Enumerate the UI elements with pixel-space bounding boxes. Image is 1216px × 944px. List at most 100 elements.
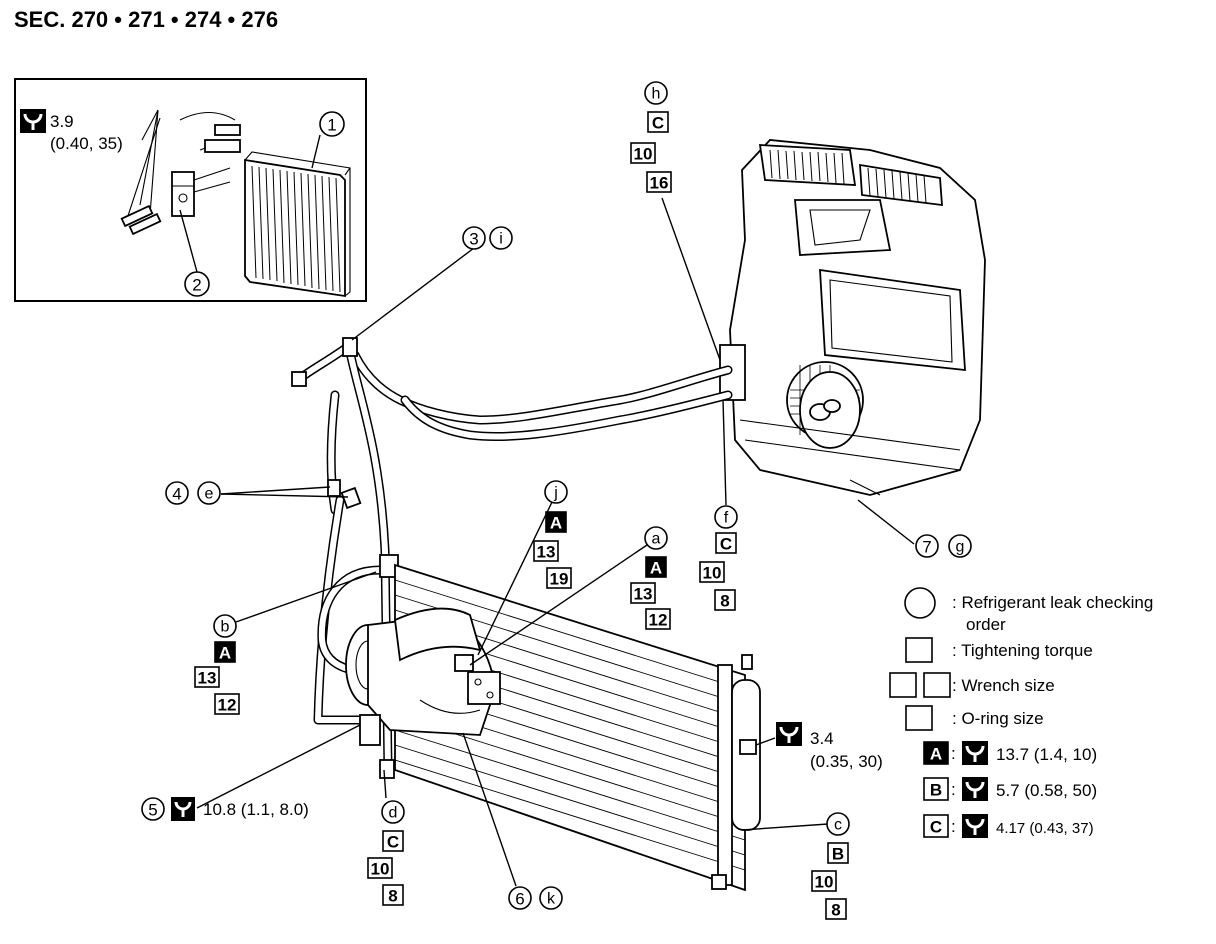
callout-7: 7: [915, 534, 939, 558]
legend-row-b: B : 5.7 (0.58, 50): [923, 777, 1097, 801]
callout-d: d: [381, 800, 405, 824]
svg-text:8: 8: [388, 887, 397, 906]
svg-text:C: C: [720, 535, 732, 554]
spec-stack-c: B 10 8: [811, 842, 849, 920]
svg-text:order: order: [966, 615, 1006, 634]
callout-c: c: [826, 812, 850, 836]
leader-lines: [196, 197, 915, 887]
callout-j: j: [544, 480, 568, 504]
spec-stack-b: A 13 12: [194, 641, 240, 715]
svg-text:k: k: [547, 891, 556, 908]
evaporator-core: [244, 151, 351, 298]
svg-text:10: 10: [371, 860, 390, 879]
svg-text:: Wrench size: : Wrench size: [952, 676, 1055, 695]
svg-text:3.4: 3.4: [810, 729, 834, 748]
svg-text:j: j: [553, 485, 558, 502]
legend: : Refrigerant leak checking order : Tigh…: [889, 587, 1153, 838]
legend-row-a: A : 13.7 (1.4, 10): [923, 741, 1097, 765]
torque-wrench-icon: [20, 109, 46, 133]
liquid-tank-torque: 3.4 (0.35, 30): [776, 722, 883, 771]
svg-text:i: i: [499, 231, 503, 248]
callout-b: b: [213, 614, 237, 638]
svg-text:C: C: [387, 833, 399, 852]
svg-text:8: 8: [831, 901, 840, 920]
svg-text:5.7 (0.58, 50): 5.7 (0.58, 50): [996, 781, 1097, 800]
callout-g: g: [948, 534, 972, 558]
callout-f: f: [714, 505, 738, 529]
svg-text:A: A: [219, 644, 231, 663]
svg-text:B: B: [832, 845, 844, 864]
callout-i: i: [489, 226, 513, 250]
callout-5: 5: [141, 797, 165, 821]
callout-h: h: [644, 81, 668, 105]
svg-text:10: 10: [703, 564, 722, 583]
svg-text:e: e: [205, 486, 214, 503]
inset-torque-paren: (0.40, 35): [50, 134, 123, 153]
svg-text:13: 13: [198, 669, 217, 688]
callout-1: 1: [319, 111, 345, 137]
spec-stack-a: A 13 12: [630, 556, 671, 630]
callout-2: 2: [184, 271, 210, 297]
legend-row-c: C : 4.17 (0.43, 37): [923, 814, 1094, 838]
callout-4: 4: [165, 481, 189, 505]
compressor: [345, 607, 501, 746]
svg-text:13.7 (1.4, 10): 13.7 (1.4, 10): [996, 745, 1097, 764]
spec-stack-d: C 10 8: [367, 830, 404, 906]
svg-text:12: 12: [649, 611, 668, 630]
svg-text:13: 13: [537, 543, 556, 562]
spec-stack-f: C 10 8: [699, 532, 737, 611]
svg-text:(0.35, 30): (0.35, 30): [810, 752, 883, 771]
spec-stack-j: A 13 19: [533, 511, 572, 589]
compressor-bolt-torque: 10.8 (1.1, 8.0): [171, 797, 309, 821]
svg-text:a: a: [652, 531, 661, 548]
svg-text::: :: [951, 817, 956, 836]
callout-3: 3: [462, 226, 486, 250]
svg-text:A: A: [650, 559, 662, 578]
svg-text:A: A: [930, 745, 942, 764]
svg-text:4.17 (0.43, 37): 4.17 (0.43, 37): [996, 820, 1094, 837]
svg-text:8: 8: [720, 592, 729, 611]
svg-text:c: c: [834, 817, 842, 834]
svg-text:f: f: [724, 510, 729, 527]
svg-text:C: C: [930, 818, 942, 837]
callout-6: 6: [508, 886, 532, 910]
liquid-tank: [711, 654, 776, 890]
section-title: SEC. 270 • 271 • 274 • 276: [14, 7, 278, 32]
expansion-valve: [171, 111, 241, 217]
svg-text:: O-ring size: : O-ring size: [952, 709, 1044, 728]
spec-stack-h: C 10 16: [630, 111, 672, 193]
svg-text::: :: [951, 780, 956, 799]
svg-text:h: h: [652, 86, 661, 103]
svg-text:10: 10: [634, 145, 653, 164]
svg-text::: :: [951, 744, 956, 763]
svg-text:C: C: [652, 114, 664, 133]
svg-text:16: 16: [650, 174, 669, 193]
inset-panel: 3.9 (0.40, 35): [14, 78, 367, 302]
svg-text:g: g: [956, 539, 965, 556]
callout-e: e: [197, 481, 221, 505]
heater-unit: [719, 139, 986, 496]
svg-text:19: 19: [550, 570, 569, 589]
svg-text:: Tightening torque: : Tightening torque: [952, 641, 1093, 660]
inset-torque-value: 3.9: [50, 112, 74, 131]
svg-text:B: B: [930, 781, 942, 800]
svg-text:3: 3: [469, 230, 478, 249]
svg-text:7: 7: [922, 538, 931, 557]
svg-text:1: 1: [327, 116, 336, 135]
callout-a: a: [644, 526, 668, 550]
svg-text:A: A: [550, 514, 562, 533]
svg-text:4: 4: [172, 485, 181, 504]
svg-text:10.8 (1.1, 8.0): 10.8 (1.1, 8.0): [203, 800, 309, 819]
expansion-valve-bolts: [120, 109, 162, 236]
svg-text:5: 5: [148, 801, 157, 820]
svg-text:13: 13: [634, 585, 653, 604]
svg-text:b: b: [221, 619, 230, 636]
svg-text:: Refrigerant leak checking: : Refrigerant leak checking: [952, 593, 1153, 612]
svg-text:2: 2: [192, 276, 201, 295]
callout-k: k: [539, 886, 563, 910]
svg-text:10: 10: [815, 873, 834, 892]
svg-text:12: 12: [218, 696, 237, 715]
svg-text:d: d: [389, 805, 398, 822]
svg-text:6: 6: [515, 890, 524, 909]
